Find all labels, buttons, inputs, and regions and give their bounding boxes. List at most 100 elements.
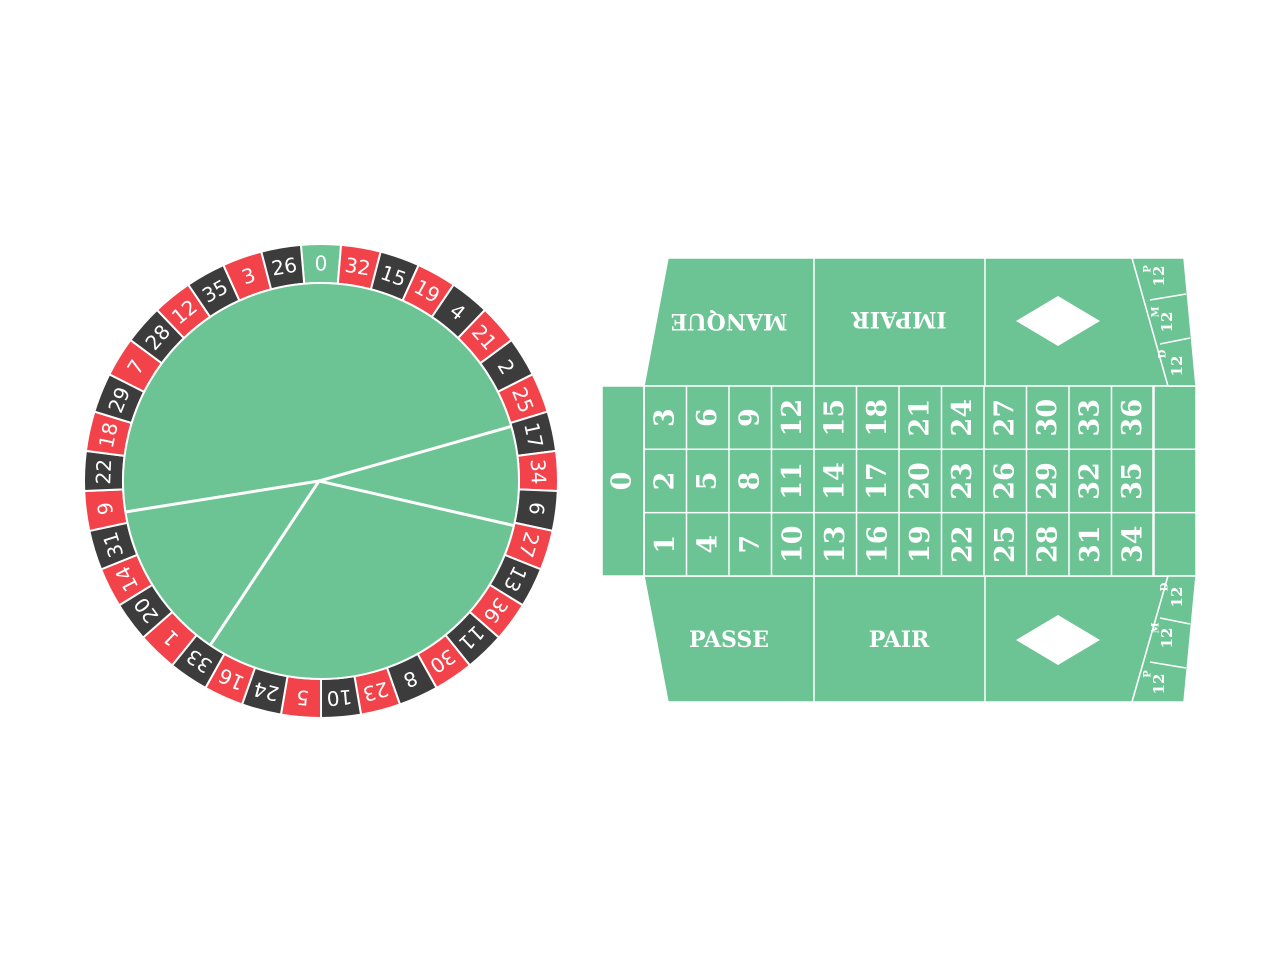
wheel-pocket: 7 (108, 338, 164, 394)
wheel-spoke (318, 479, 515, 528)
dozen-top-m[interactable]: 12 M (1151, 306, 1177, 332)
dozen-top-m-letter: M (1151, 306, 1162, 317)
number-cell[interactable]: 12 (777, 399, 808, 437)
number-cell-label: 10 (777, 525, 808, 563)
number-cell-label: 4 (692, 535, 723, 554)
wheel-pocket: 9 (83, 488, 129, 533)
wheel-pocket: 0 (299, 243, 343, 285)
number-cell[interactable]: 23 (947, 462, 978, 500)
dozen-top-p-letter: P (1143, 265, 1154, 273)
number-cell-label: 35 (1117, 462, 1148, 500)
bet-pair[interactable]: PAIR (869, 627, 930, 653)
wheel-pocket-number: 9 (93, 501, 118, 517)
dozens-top-strip (1131, 257, 1197, 387)
number-cell-label: 23 (947, 462, 978, 500)
number-cell[interactable]: 29 (1032, 462, 1063, 500)
number-cell-label: 36 (1117, 399, 1148, 437)
number-cell[interactable]: 2 (650, 472, 681, 491)
dozen-top-p[interactable]: 12 P (1143, 265, 1169, 287)
wheel-pocket-number: 6 (524, 501, 549, 517)
column-bet-area[interactable] (1152, 385, 1197, 577)
number-cell[interactable]: 18 (862, 399, 893, 437)
number-cell[interactable]: 5 (692, 472, 723, 491)
bet-pair-label: PAIR (869, 627, 930, 653)
number-cell[interactable]: 15 (820, 399, 851, 437)
bet-impair[interactable]: IMPAIR (851, 306, 947, 332)
wheel-pocket: 28 (129, 308, 186, 365)
number-cell[interactable]: 35 (1117, 462, 1148, 500)
wheel-pocket: 11 (443, 610, 501, 667)
number-cell[interactable]: 4 (692, 535, 723, 554)
number-cell[interactable]: 34 (1117, 525, 1148, 563)
number-cell-label: 24 (947, 399, 978, 437)
wheel-spoke (125, 479, 320, 514)
number-cell[interactable]: 30 (1032, 399, 1063, 437)
wheel-pocket-number: 17 (519, 420, 548, 450)
number-cell[interactable]: 7 (735, 535, 766, 554)
number-cell[interactable]: 27 (990, 399, 1021, 437)
number-cell[interactable]: 33 (1075, 399, 1106, 437)
number-cell[interactable]: 22 (947, 525, 978, 563)
bet-manque[interactable]: MANQUE (671, 308, 788, 334)
number-cell-label: 19 (905, 525, 936, 563)
board-divider (1159, 617, 1191, 625)
wheel-pocket-number: 10 (326, 685, 353, 711)
number-cell-label: 28 (1032, 525, 1063, 563)
wheel-pocket-number: 5 (295, 685, 310, 710)
dozen-bottom-p[interactable]: 12 P (1143, 670, 1169, 695)
board-number-grid-bg (643, 385, 1169, 577)
wheel-spoke (209, 480, 321, 646)
number-cell-label: 15 (820, 399, 851, 437)
number-cell-label: 11 (777, 462, 808, 500)
number-cell[interactable]: 13 (820, 525, 851, 563)
number-cell[interactable]: 11 (777, 462, 808, 500)
bet-impair-label: IMPAIR (851, 306, 947, 332)
dozens-bottom-strip (1131, 575, 1197, 703)
number-cell-label: 29 (1032, 462, 1063, 500)
bet-passe[interactable]: PASSE (689, 627, 769, 653)
number-cell[interactable]: 14 (820, 462, 851, 500)
diamond-black-bet[interactable] (1016, 615, 1100, 665)
wheel-pocket: 31 (88, 521, 139, 571)
number-cell[interactable]: 32 (1075, 462, 1106, 500)
wheel-pocket: 22 (83, 449, 126, 493)
number-cell[interactable]: 1 (650, 535, 681, 554)
number-cell[interactable]: 3 (650, 408, 681, 427)
number-cell-label: 34 (1117, 525, 1148, 563)
number-cell-label: 32 (1075, 462, 1106, 500)
number-cell[interactable]: 16 (862, 525, 893, 563)
dozen-top-d[interactable]: 12 D (1158, 349, 1187, 376)
number-cell[interactable]: 10 (777, 525, 808, 563)
number-cell-label: 8 (735, 472, 766, 491)
number-cell-label: 22 (947, 525, 978, 563)
number-cell[interactable]: 28 (1032, 525, 1063, 563)
wheel-pocket: 18 (84, 410, 133, 457)
number-cell[interactable]: 36 (1117, 399, 1148, 437)
number-cell[interactable]: 26 (990, 462, 1021, 500)
dozen-bottom-d-number: 12 (1168, 587, 1186, 608)
number-cell-label: 3 (650, 408, 681, 427)
dozen-top-d-number: 12 (1168, 356, 1186, 377)
dozen-bottom-d[interactable]: 12 D (1160, 582, 1187, 607)
wheel-pocket: 33 (170, 633, 226, 690)
number-cell[interactable]: 8 (735, 472, 766, 491)
diamond-red-bet[interactable] (1016, 296, 1100, 346)
wheel-pocket: 34 (516, 449, 559, 493)
number-cell[interactable]: 31 (1075, 525, 1106, 563)
number-cell[interactable]: 25 (990, 525, 1021, 563)
dozen-bottom-d-letter: D (1160, 582, 1171, 591)
number-cell-label: 16 (862, 525, 893, 563)
dozen-bottom-p-number: 12 (1150, 674, 1168, 695)
number-cell[interactable]: 6 (692, 408, 723, 427)
number-cell[interactable]: 24 (947, 399, 978, 437)
number-cell[interactable]: 20 (905, 462, 936, 500)
number-cell[interactable]: 21 (905, 399, 936, 437)
number-cell[interactable]: 19 (905, 525, 936, 563)
number-cell[interactable]: 9 (735, 408, 766, 427)
dozen-bottom-m[interactable]: 12 M (1151, 622, 1177, 648)
wheel-pocket-number: 18 (94, 420, 123, 450)
board-divider (1159, 337, 1191, 345)
number-cell[interactable]: 17 (862, 462, 893, 500)
number-cell-label: 30 (1032, 399, 1063, 437)
